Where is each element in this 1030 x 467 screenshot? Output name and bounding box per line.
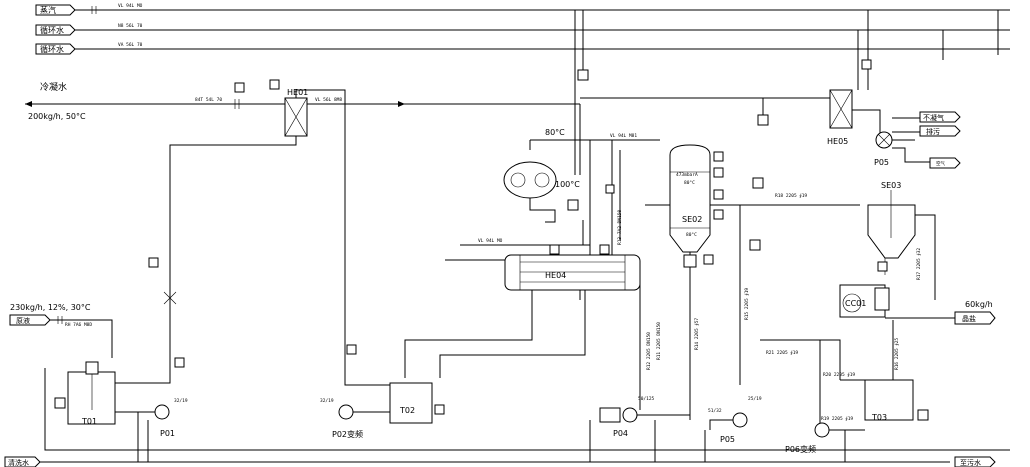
air-label: 空气	[936, 160, 945, 167]
circulating-water-header-2: 循环水 VA 56L 70	[35, 42, 1010, 55]
p05-top-label: P05	[874, 158, 889, 167]
t01-tank: T01	[44, 361, 1010, 451]
feed-inlet: 230kg/h, 12%, 30°C 原液 RH 7A6 M8D	[9, 303, 113, 358]
he04-label: HE04	[545, 271, 566, 280]
he01-label: HE01	[287, 88, 308, 97]
p02-size: 32/19	[320, 398, 334, 404]
steam-label: 蒸汽	[40, 5, 56, 15]
circ-water-2-label: 循环水	[40, 44, 64, 54]
p04-size: 50/125	[638, 396, 655, 402]
temp-100c: 100°C	[555, 180, 580, 189]
p04-pump: P04 50/125	[599, 396, 690, 438]
t02-tank: T02	[344, 330, 445, 424]
product-outlet: 晶盐 60kg/h	[885, 300, 996, 325]
steam-header: 蒸汽 VL 94L MO	[35, 3, 1010, 16]
p05-top-pump: P05	[874, 117, 930, 167]
line-r11: R11 2205 DN150	[656, 322, 662, 360]
se03-label: SE03	[881, 181, 901, 190]
cc01-label: CC01	[845, 299, 866, 308]
feed-line-spec: RH 7A6 M8D	[65, 322, 92, 328]
se02-pressure: 473mbarA	[676, 172, 698, 178]
p02-label: P02变频	[332, 429, 363, 439]
p05-bottom-size-in: 51/32	[708, 408, 722, 414]
condensate-outlet: 冷凝水 200kg/h, 50°C 84T 54L 70	[25, 81, 285, 121]
circ-water-2-spec: VA 56L 70	[118, 42, 143, 48]
product-flow: 60kg/h	[965, 300, 993, 309]
product-label: 晶盐	[962, 314, 976, 323]
sewage-outlet: 至污水	[954, 456, 996, 467]
sewage-label: 至污水	[960, 458, 981, 467]
line-r19: R19 2205 ∮19	[821, 416, 853, 422]
he01-outlet-spec: VL 56L 8M8	[315, 97, 342, 103]
he04-inlet-spec: VL 94L MO	[478, 238, 503, 244]
p04-label: P04	[613, 429, 628, 438]
condensate-label: 冷凝水	[40, 81, 67, 93]
p05-bottom-label: P05	[720, 435, 735, 444]
he01-exchanger: HE01 VL 56L 8M8	[169, 79, 580, 330]
p01-pump: P01 32/19	[115, 250, 188, 438]
cc01-centrifuge: CC01	[839, 284, 890, 318]
vent-tag: 排污	[919, 125, 961, 137]
line-r13: R13 7A2 DN150	[617, 209, 623, 245]
feed-flow: 230kg/h, 12%, 30°C	[10, 303, 91, 312]
p06-pump: P06变频	[785, 422, 865, 454]
line-r18: R18 2205 ∮19	[775, 193, 807, 199]
t03-label: T03	[871, 413, 887, 422]
vent-label: 排污	[926, 127, 940, 136]
se03-separator: SE03	[867, 181, 916, 275]
t01-label: T01	[81, 417, 97, 426]
p02-pump: P02变频 32/19	[320, 398, 390, 439]
feed-label: 原液	[16, 316, 30, 325]
line-r15: R15 2205 ∮19	[744, 288, 750, 320]
compressor	[503, 161, 579, 223]
se02-separator: 473mbarA 80°C SE02 80°C	[645, 144, 860, 420]
t03-tank: T03	[760, 339, 929, 428]
line-r17: R17 2205 ∮32	[916, 248, 922, 280]
steam-line-spec: VL 94L MO	[118, 3, 143, 9]
se02-temp-top: 80°C	[684, 180, 695, 186]
circ-water-1-label: 循环水	[40, 25, 64, 35]
condensate-line-spec: 84T 54L 70	[195, 97, 222, 103]
line-r20: R20 2205 ∮19	[823, 372, 855, 378]
wash-water-inlet: 清洗水	[4, 456, 950, 467]
p06-label: P06变频	[785, 444, 816, 454]
t02-label: T02	[399, 406, 415, 415]
p01-size: 32/19	[174, 398, 188, 404]
line-r16: R16 2205 ∮25	[894, 338, 900, 370]
he04-exchanger: HE04	[404, 244, 641, 410]
line-r12: R12 2205 DN150	[646, 332, 652, 370]
he05-exchanger: HE05	[827, 59, 881, 146]
non-condensable-label: 不凝气	[923, 113, 944, 122]
se02-temp-bottom: 80°C	[686, 232, 697, 238]
line-r21: R21 2205 ∮19	[766, 350, 798, 356]
air-tag: 空气	[929, 157, 961, 169]
temp-80c: 80°C	[545, 128, 565, 137]
p01-label: P01	[160, 429, 175, 438]
vl-line-spec: VL 94L M81	[610, 133, 637, 139]
line-r14: R14 2205 ∮57	[694, 318, 700, 350]
non-condensable-tag: 不凝气	[919, 111, 961, 123]
p05-bottom-size-out: 25/19	[748, 396, 762, 402]
wash-water-label: 清洗水	[8, 458, 29, 467]
se02-label: SE02	[682, 215, 702, 224]
he05-label: HE05	[827, 137, 848, 146]
p05-bottom-pump: P05 51/32 25/19	[708, 396, 762, 444]
circulating-water-header-1: 循环水 N8 56L 70	[35, 23, 1010, 36]
circ-water-1-spec: N8 56L 70	[118, 23, 143, 29]
condensate-flow: 200kg/h, 50°C	[28, 112, 86, 121]
